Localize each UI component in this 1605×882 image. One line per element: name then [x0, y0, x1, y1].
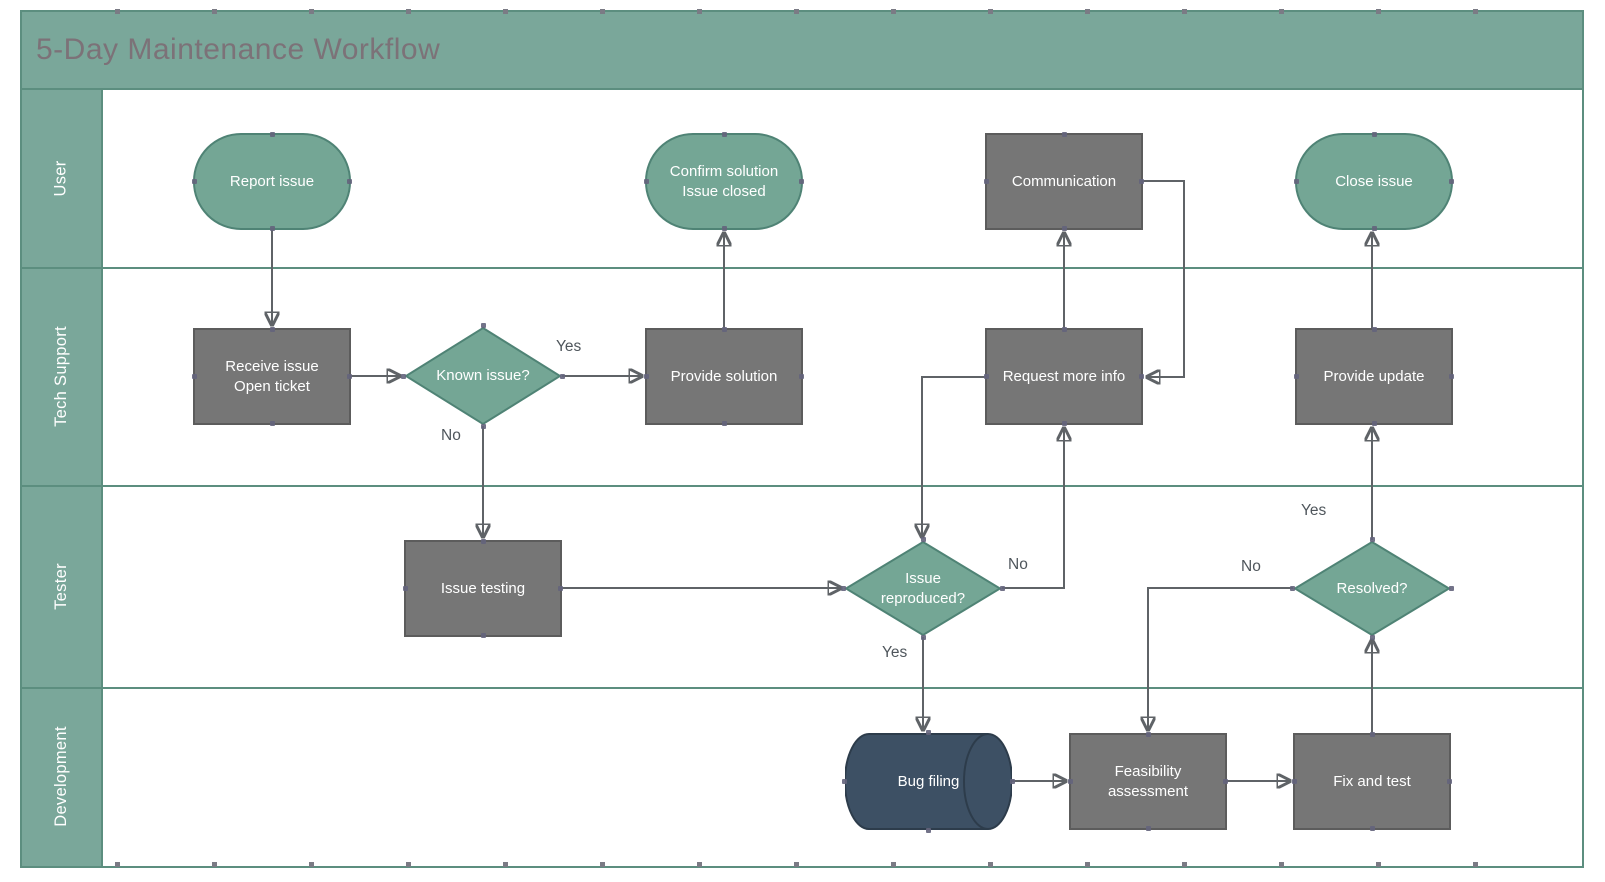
connection-point — [721, 421, 727, 426]
node-issue-testing[interactable]: Issue testing — [403, 539, 563, 638]
connection-point — [347, 179, 352, 184]
edge-label-known-no: No — [441, 427, 461, 444]
connection-point — [1139, 179, 1144, 184]
stored-data-cylinder-shape — [845, 733, 1012, 830]
connection-point — [1294, 179, 1299, 184]
connection-point — [269, 132, 275, 137]
connection-point — [560, 373, 565, 379]
lane-label-tech-support[interactable]: Tech Support — [22, 267, 103, 485]
edge-label-resolved-no: No — [1241, 558, 1261, 575]
edge-label-resolved-yes: Yes — [1301, 502, 1327, 519]
selection-handles-top — [115, 9, 1555, 14]
selection-handles-bottom — [115, 862, 1555, 867]
connection-point — [984, 179, 989, 184]
node-known-issue[interactable]: Known issue? — [401, 323, 565, 429]
connection-point — [1371, 327, 1377, 332]
node-close-issue[interactable]: Close issue — [1294, 132, 1454, 231]
connection-point — [1061, 132, 1067, 137]
connection-point — [269, 226, 275, 231]
node-communication[interactable]: Communication — [984, 132, 1144, 231]
connection-point — [984, 374, 989, 379]
connection-point — [1371, 421, 1377, 426]
edge-communication-to-request-info[interactable] — [1143, 180, 1185, 377]
connection-point — [644, 374, 649, 379]
lane-divider-1 — [22, 267, 1582, 269]
node-request-more-info[interactable]: Request more info — [984, 327, 1144, 426]
connection-point — [347, 374, 352, 379]
connection-point — [1061, 327, 1067, 332]
connection-point — [1000, 586, 1005, 591]
connection-point — [721, 132, 727, 137]
connection-point — [920, 537, 926, 542]
connection-point — [269, 421, 275, 426]
lane-label-user[interactable]: User — [22, 90, 103, 267]
connection-point — [480, 633, 486, 638]
connection-point — [1371, 132, 1377, 137]
connection-point — [799, 374, 804, 379]
lane-divider-2 — [22, 485, 1582, 487]
connection-point — [192, 179, 197, 184]
connection-point — [558, 586, 563, 591]
connection-point — [1139, 374, 1144, 379]
connection-point — [1369, 635, 1375, 640]
connection-point — [1061, 226, 1067, 231]
lane-label-development[interactable]: Development — [22, 687, 103, 866]
node-fix-and-test[interactable]: Fix and test — [1292, 732, 1452, 831]
node-confirm-solution[interactable]: Confirm solution Issue closed — [644, 132, 804, 231]
lane-divider-3 — [22, 687, 1582, 689]
node-feasibility-assessment[interactable]: Feasibility assessment — [1068, 732, 1228, 831]
connection-point — [1068, 779, 1073, 784]
lane-label-tester[interactable]: Tester — [22, 485, 103, 687]
connection-point — [1449, 179, 1454, 184]
connection-point — [1449, 374, 1454, 379]
node-report-issue[interactable]: Report issue — [192, 132, 352, 231]
connection-point — [1369, 537, 1375, 542]
connection-point — [1145, 732, 1151, 737]
connection-point — [1061, 421, 1067, 426]
connection-point — [920, 635, 926, 640]
edge-label-known-yes: Yes — [556, 338, 582, 355]
connection-point — [480, 424, 486, 429]
connection-point — [480, 323, 486, 328]
connection-point — [1371, 226, 1377, 231]
connection-point — [1145, 826, 1151, 831]
connection-point — [403, 586, 408, 591]
connection-point — [480, 539, 486, 544]
diagram-title: 5-Day Maintenance Workflow — [36, 33, 441, 66]
connection-point — [1010, 779, 1015, 784]
connection-point — [926, 730, 931, 735]
connection-point — [1447, 779, 1452, 784]
node-bug-filing[interactable]: Bug filing — [842, 730, 1015, 833]
edge-label-reproduced-no: No — [1008, 556, 1028, 573]
edge-reproduced-no-to-request-info[interactable] — [1002, 428, 1064, 589]
node-provide-solution[interactable]: Provide solution — [644, 327, 804, 426]
connection-point — [1290, 586, 1295, 591]
connection-point — [1369, 826, 1375, 831]
node-provide-update[interactable]: Provide update — [1294, 327, 1454, 426]
connection-point — [644, 179, 649, 184]
connection-point — [721, 327, 727, 332]
edge-label-reproduced-yes: Yes — [882, 644, 908, 661]
connection-point — [1449, 586, 1454, 591]
connection-point — [721, 226, 727, 231]
edge-request-info-to-reproduced[interactable] — [922, 376, 985, 537]
connection-point — [842, 779, 847, 784]
node-receive-issue[interactable]: Receive issue Open ticket — [192, 327, 352, 426]
connection-point — [1223, 779, 1228, 784]
connection-point — [1292, 779, 1297, 784]
connection-point — [799, 179, 804, 184]
node-resolved[interactable]: Resolved? — [1290, 537, 1454, 640]
pool-title-bar[interactable]: 5-Day Maintenance Workflow — [22, 12, 1582, 90]
connection-point — [841, 586, 846, 591]
connection-point — [926, 828, 931, 833]
connection-point — [192, 374, 197, 379]
edge-resolved-no-to-feasibility[interactable] — [1148, 587, 1293, 730]
connection-point — [269, 327, 275, 332]
connection-point — [401, 373, 406, 379]
connection-point — [1369, 732, 1375, 737]
connection-point — [1294, 374, 1299, 379]
node-issue-reproduced[interactable]: Issue reproduced? — [841, 537, 1005, 640]
